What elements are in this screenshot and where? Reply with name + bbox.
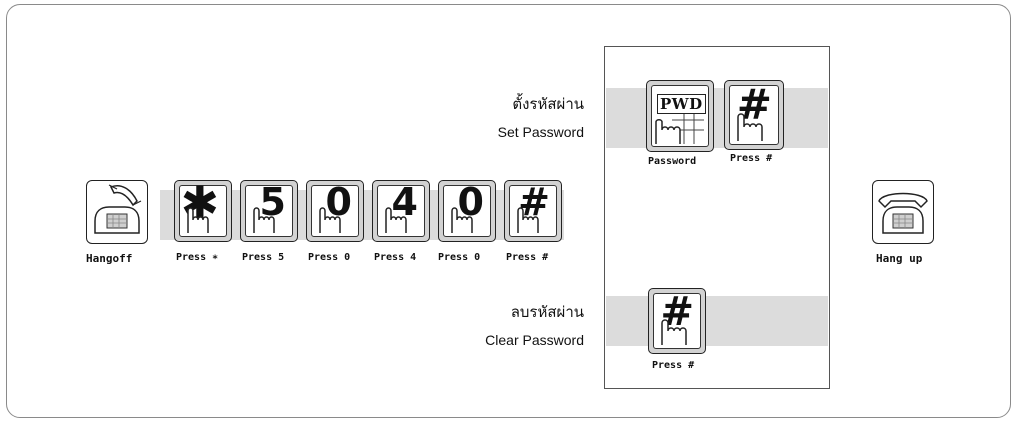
sequence-key-glyph: 0 [325,180,352,224]
pressing-hand-icon [253,207,275,233]
hangoff-caption: Hangoff [86,252,133,265]
sequence-key-caption: Press 0 [308,252,351,263]
pressing-hand-icon [187,207,209,233]
clear-hash-key: # [648,288,706,354]
pwd-key-caption: Password [648,156,697,167]
sequence-key-caption: Press ∗ [176,252,219,263]
sequence-key-caption: Press 5 [242,252,285,263]
sequence-key-6: # [504,180,562,242]
sequence-key-1: ✱ [174,178,232,242]
sequence-key-glyph: 5 [259,180,286,224]
password-panel [604,46,830,389]
phone-hangoff-icon [86,180,148,244]
set-hash-key: # [724,80,784,150]
sequence-key-4: 4 [372,180,430,242]
sequence-key-3: 0 [306,180,364,242]
sequence-key-caption: Press 0 [438,252,481,263]
pressing-hand-icon [385,207,407,233]
clear-hash-key-caption: Press # [652,360,695,371]
pressing-hand-icon [451,207,473,233]
sequence-key-caption: Press # [506,252,549,263]
phone-hangup-icon [872,180,934,244]
pwd-key: PWD [646,80,714,152]
sequence-key-5: 0 [438,180,496,242]
pwd-key-text: PWD [657,94,706,114]
set-password-band [606,88,828,148]
pressing-hand-icon [319,207,341,233]
sequence-key-caption: Press 4 [374,252,417,263]
hangup-caption: Hang up [876,252,923,265]
clear-password-band [606,296,828,346]
set-password-thai-label: ตั้งรหัสผ่าน [512,95,584,113]
set-password-label: Set Password [497,124,584,140]
sequence-key-glyph: 0 [457,180,484,224]
clear-password-label: Clear Password [485,332,584,348]
pressing-hand-icon [517,207,539,233]
sequence-key-2: 5 [240,180,298,242]
clear-password-thai-label: ลบรหัสผ่าน [510,303,584,321]
set-hash-key-caption: Press # [730,153,773,164]
sequence-key-glyph: 4 [391,180,418,224]
